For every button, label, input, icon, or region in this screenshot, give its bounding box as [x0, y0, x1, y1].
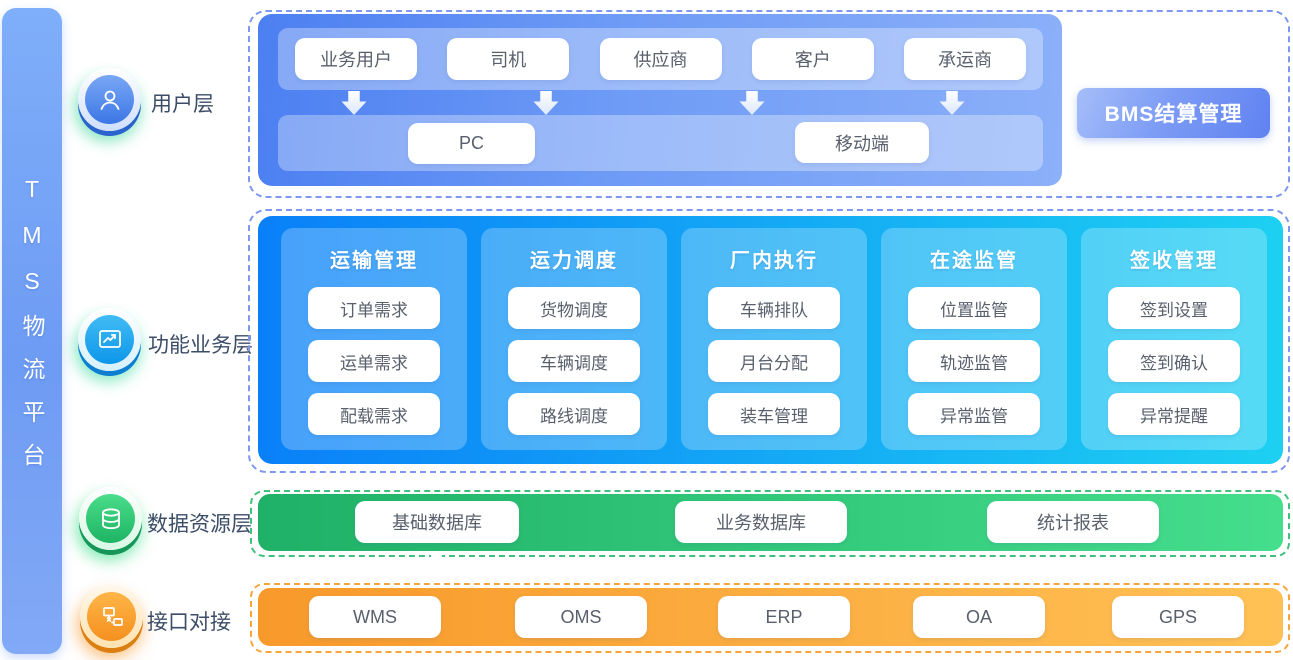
role-chip-customer: 客户 — [751, 38, 874, 80]
bms-settlement-module: BMS结算管理 — [1077, 88, 1270, 138]
function-item-chip: 签到设置 — [1108, 287, 1240, 329]
platform-title: TMS物流平台 — [19, 176, 45, 486]
function-column-title: 在途监管 — [930, 250, 1018, 272]
role-chip-carrier: 承运商 — [904, 38, 1026, 80]
function-column-title: 运力调度 — [530, 250, 618, 272]
down-arrow-icon — [533, 91, 559, 115]
function-column-capacity: 运力调度 货物调度 车辆调度 路线调度 — [481, 228, 667, 450]
data-chip-report: 统计报表 — [987, 501, 1159, 543]
function-item-chip: 路线调度 — [508, 393, 640, 435]
down-arrow-icon — [341, 91, 367, 115]
data-layer-section: 基础数据库 业务数据库 统计报表 — [250, 490, 1290, 557]
interface-chip-gps: GPS — [1112, 596, 1244, 638]
database-icon — [86, 494, 135, 543]
function-column-receipt: 签收管理 签到设置 签到确认 异常提醒 — [1081, 228, 1267, 450]
function-item-chip: 装车管理 — [708, 393, 840, 435]
function-item-chip: 轨迹监管 — [908, 340, 1040, 382]
function-column-title: 厂内执行 — [730, 250, 818, 272]
function-panel: 运输管理 订单需求 运单需求 配载需求 运力调度 货物调度 车辆调度 路线调度 … — [258, 216, 1283, 464]
device-chip-pc: PC — [408, 123, 535, 164]
interface-layer-section: WMS OMS ERP OA GPS — [250, 583, 1290, 653]
data-chip-business-db: 业务数据库 — [675, 501, 847, 543]
function-item-chip: 订单需求 — [308, 287, 440, 329]
device-chip-mobile: 移动端 — [795, 122, 929, 163]
interface-chip-oms: OMS — [515, 596, 647, 638]
role-chip-business-user: 业务用户 — [295, 38, 417, 80]
data-chip-base-db: 基础数据库 — [355, 501, 519, 543]
function-column-title: 签收管理 — [1130, 250, 1218, 272]
function-layer-label: 功能业务层 — [148, 334, 253, 357]
function-column-factory: 厂内执行 车辆排队 月台分配 装车管理 — [681, 228, 867, 450]
user-panel: 业务用户 司机 供应商 客户 承运商 PC 移动端 — [258, 14, 1062, 186]
down-arrow-icon — [739, 91, 765, 115]
down-arrow-icon — [424, 555, 449, 586]
function-layer-icon — [78, 308, 141, 371]
data-layer-icon — [79, 487, 142, 550]
chart-icon — [85, 315, 134, 364]
interface-chip-erp: ERP — [718, 596, 850, 638]
interface-layer-icon — [80, 585, 143, 648]
function-item-chip: 配载需求 — [308, 393, 440, 435]
function-item-chip: 位置监管 — [908, 287, 1040, 329]
user-layer-label: 用户层 — [151, 93, 214, 116]
role-chip-driver: 司机 — [447, 38, 570, 80]
function-item-chip: 货物调度 — [508, 287, 640, 329]
platform-title-bar: TMS物流平台 — [2, 8, 62, 654]
function-item-chip: 车辆调度 — [508, 340, 640, 382]
function-column-transport: 运输管理 订单需求 运单需求 配载需求 — [281, 228, 467, 450]
function-item-chip: 运单需求 — [308, 340, 440, 382]
down-arrow-icon — [939, 91, 965, 115]
data-panel: 基础数据库 业务数据库 统计报表 — [258, 494, 1283, 551]
user-layer-section: 业务用户 司机 供应商 客户 承运商 PC 移动端 BMS结算管理 — [248, 10, 1290, 198]
data-layer-label: 数据资源层 — [147, 513, 252, 536]
function-column-title: 运输管理 — [330, 250, 418, 272]
interface-chip-oa: OA — [913, 596, 1045, 638]
function-item-chip: 异常提醒 — [1108, 393, 1240, 435]
role-chip-supplier: 供应商 — [599, 38, 722, 80]
user-roles-row: 业务用户 司机 供应商 客户 承运商 — [278, 28, 1043, 90]
function-item-chip: 异常监管 — [908, 393, 1040, 435]
user-layer-icon — [78, 68, 141, 131]
network-icon — [87, 592, 136, 641]
function-item-chip: 车辆排队 — [708, 287, 840, 329]
function-item-chip: 签到确认 — [1108, 340, 1240, 382]
interface-layer-label: 接口对接 — [147, 611, 231, 634]
person-icon — [85, 75, 134, 124]
function-item-chip: 月台分配 — [708, 340, 840, 382]
interface-panel: WMS OMS ERP OA GPS — [258, 588, 1283, 646]
function-column-monitor: 在途监管 位置监管 轨迹监管 异常监管 — [881, 228, 1067, 450]
function-layer-section: 运输管理 订单需求 运单需求 配载需求 运力调度 货物调度 车辆调度 路线调度 … — [248, 209, 1290, 473]
interface-chip-wms: WMS — [309, 596, 441, 638]
